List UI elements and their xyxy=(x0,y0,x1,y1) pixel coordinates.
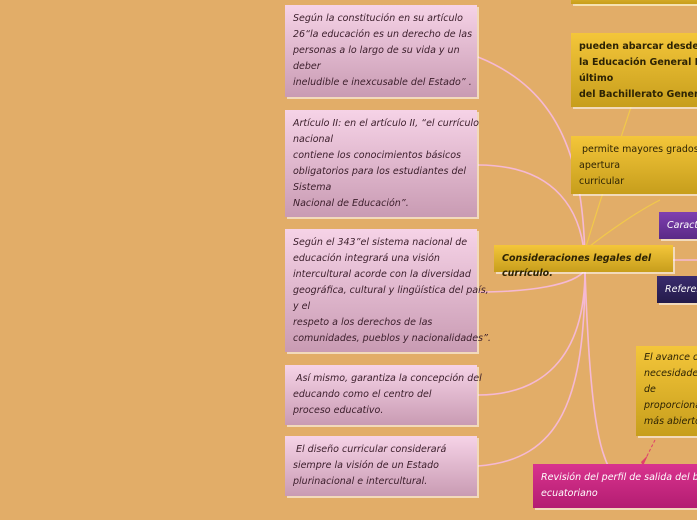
node-text-line: Sistema xyxy=(293,182,332,193)
central-node-label: Consideraciones legales del currículo. xyxy=(502,253,652,279)
node-text-line: del Bachillerato General Un xyxy=(579,89,697,100)
node-text-line: respeto a los derechos de las xyxy=(293,317,433,328)
node-text-line: intercultural acorde con la diversidad xyxy=(293,269,471,280)
node-text-line: Artículo II: en el artículo II, “el curr… xyxy=(293,118,479,129)
left-node-articulo-ii[interactable]: Artículo II: en el artículo II, “el curr… xyxy=(285,110,479,217)
connector-6 xyxy=(584,269,611,471)
connector-4 xyxy=(477,269,586,396)
right-node-caracteristicas[interactable]: Caracte xyxy=(659,212,697,239)
node-text-line: deber xyxy=(293,61,321,72)
right-node-referentes[interactable]: Referen xyxy=(657,276,697,303)
node-text-line: geográfica, cultural y lingüística del p… xyxy=(293,285,489,296)
node-text-line: obligatorios para los estudiantes del xyxy=(293,166,466,177)
right-node-apertura[interactable]: permite mayores grados de apertura curri… xyxy=(571,136,697,194)
node-text-line: educación integrará una visión xyxy=(293,253,440,264)
node-text-line: necesidades xyxy=(644,368,697,379)
node-text-line: 26“la educación es un derecho de las xyxy=(293,29,473,40)
left-node-constitucion[interactable]: Según la constitución en su artículo 26“… xyxy=(285,5,477,97)
node-text-line: curricular xyxy=(579,176,625,187)
node-label: Caracte xyxy=(667,220,697,231)
central-node[interactable]: Consideraciones legales del currículo. xyxy=(494,245,673,279)
node-text-line: ineludible e inexcusable del Estado” . xyxy=(293,77,472,88)
node-text-line: Según el 343”el sistema nacional de xyxy=(293,237,468,248)
node-text-line: y el xyxy=(293,301,311,312)
node-text-line: contiene los conocimientos básicos xyxy=(293,150,461,161)
connector-3 xyxy=(477,269,586,293)
connector-5 xyxy=(477,269,586,467)
node-text-line: proceso educativo. xyxy=(293,405,384,416)
node-text-line: educando como el centro del xyxy=(293,389,432,400)
node-text-line: siempre la visión de un Estado xyxy=(293,460,439,471)
node-text-line: de xyxy=(644,384,656,395)
node-text-line: Así mismo, garantiza la concepción del xyxy=(293,373,482,384)
left-node-articulo-343[interactable]: Según el 343”el sistema nacional de educ… xyxy=(285,229,491,352)
right-node-top-sliver[interactable] xyxy=(571,0,697,4)
left-node-diseno-curricular[interactable]: El diseño curricular considerará siempre… xyxy=(285,436,477,496)
node-text-line: El avance de xyxy=(644,352,697,363)
node-text-line: plurinacional e intercultural. xyxy=(293,476,428,487)
node-text-line: comunidades, pueblos y nacionalidades”. xyxy=(293,333,491,344)
node-text-line: Según la constitución en su artículo xyxy=(293,13,463,24)
node-text-line: pueden abarcar desde el pr xyxy=(579,41,697,52)
dashed-arrow-line xyxy=(644,439,656,461)
node-text-line: Nacional de Educación”. xyxy=(293,198,409,209)
right-node-abarcar[interactable]: pueden abarcar desde el pr la Educación … xyxy=(571,33,697,107)
node-text-line: apertura xyxy=(579,160,621,171)
node-text-line: Revisión del perfil de salida del bachi xyxy=(541,472,697,483)
connector-yellow-2 xyxy=(584,199,661,251)
node-text-line: último xyxy=(579,73,614,84)
node-text-line: más abierto xyxy=(644,416,697,427)
connector-1 xyxy=(477,56,586,271)
node-text-line: proporcionar xyxy=(644,400,697,411)
node-label: Referen xyxy=(665,284,697,295)
arrow-head xyxy=(641,455,648,466)
right-node-avance[interactable]: El avance de necesidades de proporcionar… xyxy=(636,346,697,436)
node-text-line: nacional xyxy=(293,134,333,145)
right-node-perfil-salida[interactable]: Revisión del perfil de salida del bachi … xyxy=(533,464,697,508)
node-text-line: la Educación General Básic xyxy=(579,57,697,68)
node-text-line: ecuatoriano xyxy=(541,488,598,499)
node-text-line: permite mayores grados de xyxy=(582,144,697,155)
node-text-line: El diseño curricular considerará xyxy=(293,444,447,455)
node-text-line: personas a lo largo de su vida y un xyxy=(293,45,460,56)
left-node-educando[interactable]: Así mismo, garantiza la concepción del e… xyxy=(285,365,482,425)
